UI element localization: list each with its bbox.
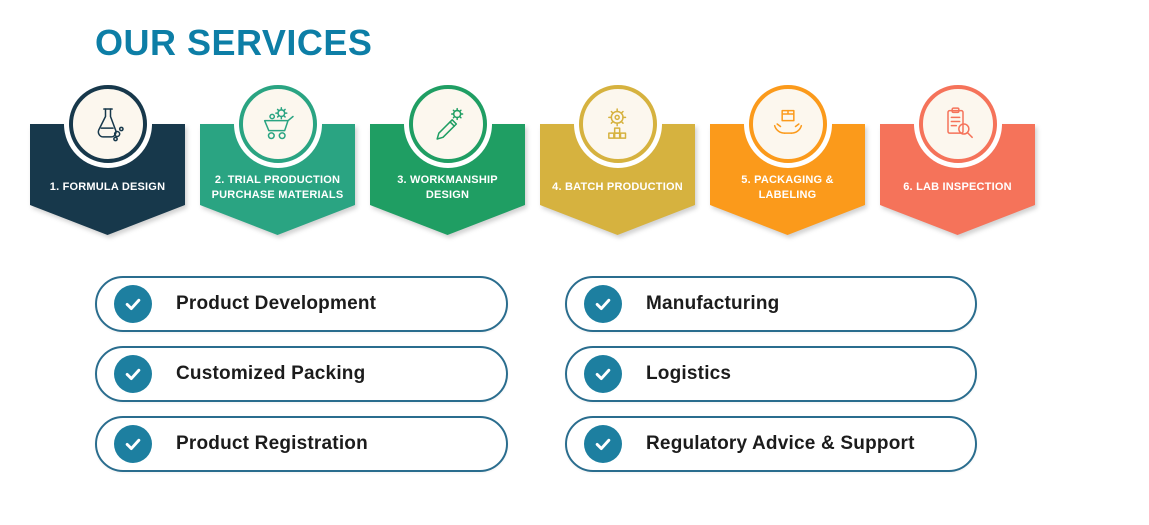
service-pill-label: Product Registration (176, 433, 368, 454)
steps-row: 1. FORMULA DESIGN 2. TRIAL PRODUCTION PU… (30, 85, 1035, 235)
page-title: OUR SERVICES (95, 22, 373, 63)
service-pill: Customized Packing (95, 346, 508, 402)
service-pill-label: Regulatory Advice & Support (646, 433, 915, 454)
service-pill: Product Registration (95, 416, 508, 472)
check-icon (114, 355, 152, 393)
service-pill-label: Manufacturing (646, 293, 780, 314)
service-pill-label: Logistics (646, 363, 732, 384)
cart-gear-icon (263, 107, 294, 140)
service-step-6: 6. LAB INSPECTION (880, 85, 1035, 235)
service-step-4: 4. BATCH PRODUCTION (540, 85, 695, 235)
check-icon (114, 285, 152, 323)
check-icon (584, 355, 622, 393)
services-list: Product Development Manufacturing Custom… (95, 276, 977, 472)
pencil-gear-icon (435, 107, 463, 140)
step-icon-circle (238, 85, 317, 163)
clipboard-magnifier-icon (946, 107, 973, 139)
service-step-1: 1. FORMULA DESIGN (30, 85, 185, 235)
service-step-5: 5. PACKAGING & LABELING (710, 85, 865, 235)
step-label: 6. LAB INSPECTION (903, 181, 1012, 194)
service-pill: Product Development (95, 276, 508, 332)
gear-blocks-icon (607, 108, 626, 139)
service-pill-label: Product Development (176, 293, 377, 314)
step-icon-circle (408, 85, 487, 163)
service-pill-label: Customized Packing (176, 363, 366, 384)
service-step-2: 2. TRIAL PRODUCTION PURCHASE MATERIALS (200, 85, 355, 235)
check-icon (114, 425, 152, 463)
step-label: 2. TRIAL PRODUCTION PURCHASE MATERIALS (211, 174, 344, 201)
step-label: 3. WORKMANSHIP DESIGN (397, 174, 498, 201)
service-step-3: 3. WORKMANSHIP DESIGN (370, 85, 525, 235)
step-label: 1. FORMULA DESIGN (49, 181, 166, 194)
step-icon-circle (68, 85, 147, 163)
service-pill: Logistics (565, 346, 977, 402)
check-icon (584, 425, 622, 463)
step-icon-circle (578, 85, 657, 163)
check-icon (584, 285, 622, 323)
hands-box-icon (773, 109, 802, 134)
step-icon-circle (748, 85, 827, 163)
service-pill: Regulatory Advice & Support (565, 416, 977, 472)
flask-icon (97, 108, 124, 142)
step-label: 5. PACKAGING & LABELING (741, 174, 834, 201)
step-icon-circle (918, 85, 997, 163)
step-label: 4. BATCH PRODUCTION (552, 181, 683, 194)
service-pill: Manufacturing (565, 276, 977, 332)
